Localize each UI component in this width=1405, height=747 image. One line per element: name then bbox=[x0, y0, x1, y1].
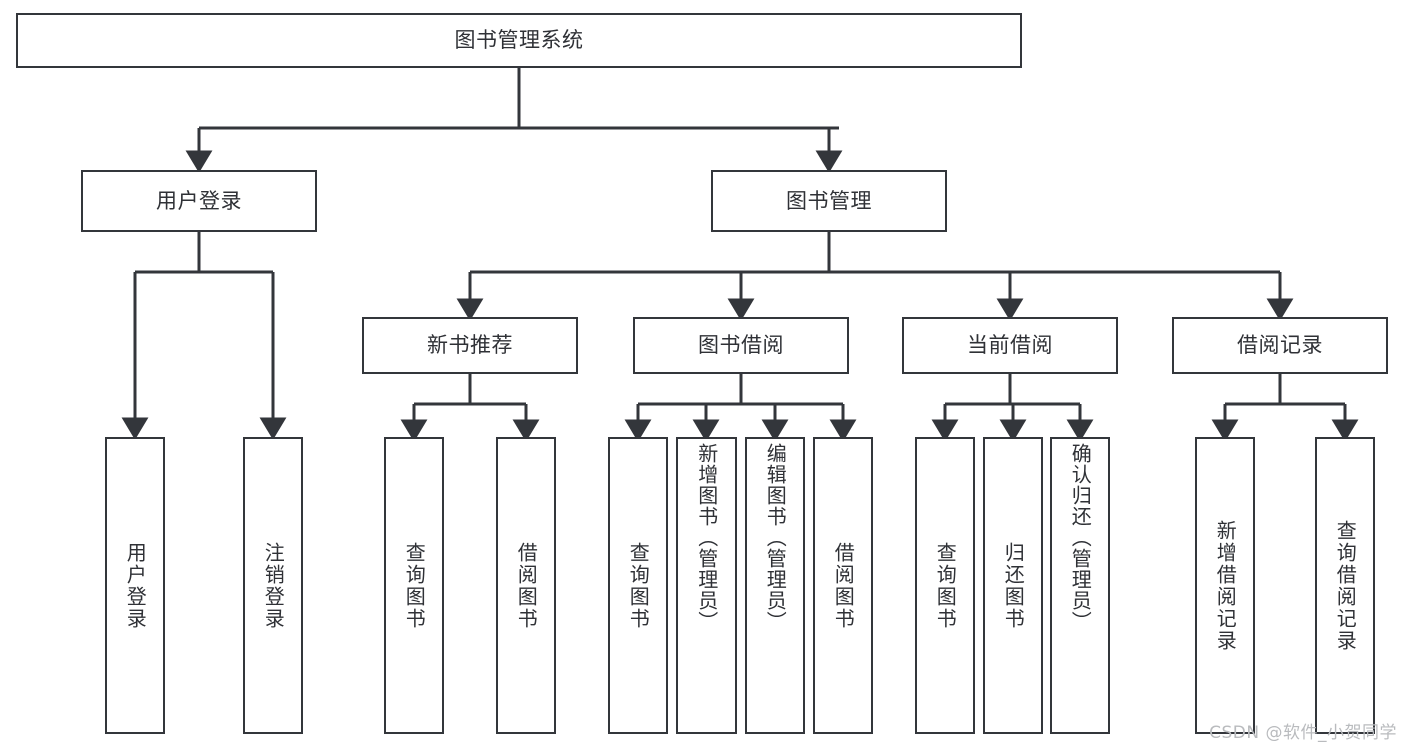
node-leaf-borrow-book-2-label: 借阅图书 bbox=[831, 541, 856, 630]
node-current-borrow[interactable]: 当前借阅 bbox=[902, 317, 1118, 374]
node-book-borrow-label: 图书借阅 bbox=[698, 333, 784, 358]
node-leaf-add-record-label: 新增借阅记录 bbox=[1213, 519, 1238, 652]
node-leaf-confirm-return-label: 确认归还（管理员） bbox=[1068, 443, 1093, 632]
node-leaf-query-book-3[interactable]: 查询图书 bbox=[915, 437, 975, 734]
node-book-management[interactable]: 图书管理 bbox=[711, 170, 947, 232]
node-new-book-recommend-label: 新书推荐 bbox=[427, 333, 513, 358]
node-leaf-query-record[interactable]: 查询借阅记录 bbox=[1315, 437, 1375, 734]
node-leaf-logout-login-label: 注销登录 bbox=[261, 541, 286, 630]
node-leaf-borrow-book-1[interactable]: 借阅图书 bbox=[496, 437, 556, 734]
node-leaf-query-book-3-label: 查询图书 bbox=[933, 541, 958, 630]
node-leaf-query-book-2[interactable]: 查询图书 bbox=[608, 437, 668, 734]
node-leaf-query-record-label: 查询借阅记录 bbox=[1333, 519, 1358, 652]
node-root-label: 图书管理系统 bbox=[454, 28, 584, 53]
node-leaf-logout-login[interactable]: 注销登录 bbox=[243, 437, 303, 734]
node-leaf-add-record[interactable]: 新增借阅记录 bbox=[1195, 437, 1255, 734]
node-borrow-record[interactable]: 借阅记录 bbox=[1172, 317, 1388, 374]
node-leaf-borrow-book-2[interactable]: 借阅图书 bbox=[813, 437, 873, 734]
node-leaf-return-book[interactable]: 归还图书 bbox=[983, 437, 1043, 734]
node-new-book-recommend[interactable]: 新书推荐 bbox=[362, 317, 578, 374]
node-book-management-label: 图书管理 bbox=[786, 188, 872, 213]
node-book-borrow[interactable]: 图书借阅 bbox=[633, 317, 849, 374]
node-user-login[interactable]: 用户登录 bbox=[81, 170, 317, 232]
node-leaf-borrow-book-1-label: 借阅图书 bbox=[514, 541, 539, 630]
node-leaf-add-book-label: 新增图书（管理员） bbox=[694, 443, 719, 632]
node-borrow-record-label: 借阅记录 bbox=[1237, 333, 1323, 358]
node-leaf-query-book-2-label: 查询图书 bbox=[626, 541, 651, 630]
node-leaf-return-book-label: 归还图书 bbox=[1001, 541, 1026, 630]
node-leaf-edit-book[interactable]: 编辑图书（管理员） bbox=[745, 437, 805, 734]
node-leaf-user-login-label: 用户登录 bbox=[123, 541, 148, 630]
node-leaf-confirm-return[interactable]: 确认归还（管理员） bbox=[1050, 437, 1110, 734]
node-user-login-label: 用户登录 bbox=[156, 188, 242, 213]
node-leaf-query-book-1[interactable]: 查询图书 bbox=[384, 437, 444, 734]
node-leaf-query-book-1-label: 查询图书 bbox=[402, 541, 427, 630]
node-leaf-add-book[interactable]: 新增图书（管理员） bbox=[676, 437, 737, 734]
node-root[interactable]: 图书管理系统 bbox=[16, 13, 1022, 68]
node-leaf-user-login[interactable]: 用户登录 bbox=[105, 437, 165, 734]
node-current-borrow-label: 当前借阅 bbox=[967, 333, 1053, 358]
node-leaf-edit-book-label: 编辑图书（管理员） bbox=[763, 443, 788, 632]
